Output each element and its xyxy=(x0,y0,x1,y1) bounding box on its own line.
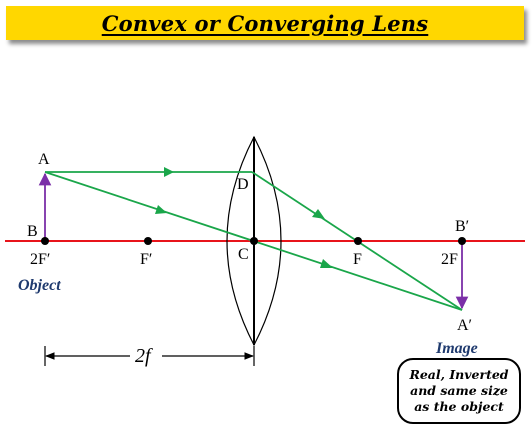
label-d: D xyxy=(237,176,249,193)
note-line-3: as the object xyxy=(414,399,504,414)
point-c xyxy=(250,237,258,245)
image-caption: Image xyxy=(435,340,478,357)
label-f-right: F xyxy=(353,251,362,268)
label-a: A xyxy=(38,151,50,168)
note-line-2: and same size xyxy=(410,383,508,398)
label-a-prime: A′ xyxy=(457,317,472,334)
title: Convex or Converging Lens xyxy=(101,10,429,36)
label-b-prime: B′ xyxy=(455,218,469,235)
point-f-left xyxy=(144,237,152,245)
ray-arrow-2 xyxy=(312,209,325,219)
ray-arrow-1 xyxy=(164,167,174,177)
label-2f-left: 2F′ xyxy=(30,251,50,268)
point-2f-right xyxy=(458,237,466,245)
title-bar: Convex or Converging Lens xyxy=(6,6,524,40)
label-c: C xyxy=(238,246,249,263)
point-f-right xyxy=(354,237,362,245)
object-caption: Object xyxy=(18,277,61,294)
label-2f-right: 2F xyxy=(441,251,458,268)
point-2f-left xyxy=(41,237,49,245)
ray-direction-arrows xyxy=(155,167,333,268)
note-line-1: Real, Inverted xyxy=(409,367,509,382)
label-b: B xyxy=(27,223,38,240)
ray-arrow-3 xyxy=(155,205,167,214)
label-f-left: F′ xyxy=(140,251,152,268)
axis-points xyxy=(41,237,466,245)
image-nature-note: Real, Inverted and same size as the obje… xyxy=(397,358,521,424)
distance-label: 2f xyxy=(135,345,153,367)
ray-arrow-4 xyxy=(320,259,333,268)
